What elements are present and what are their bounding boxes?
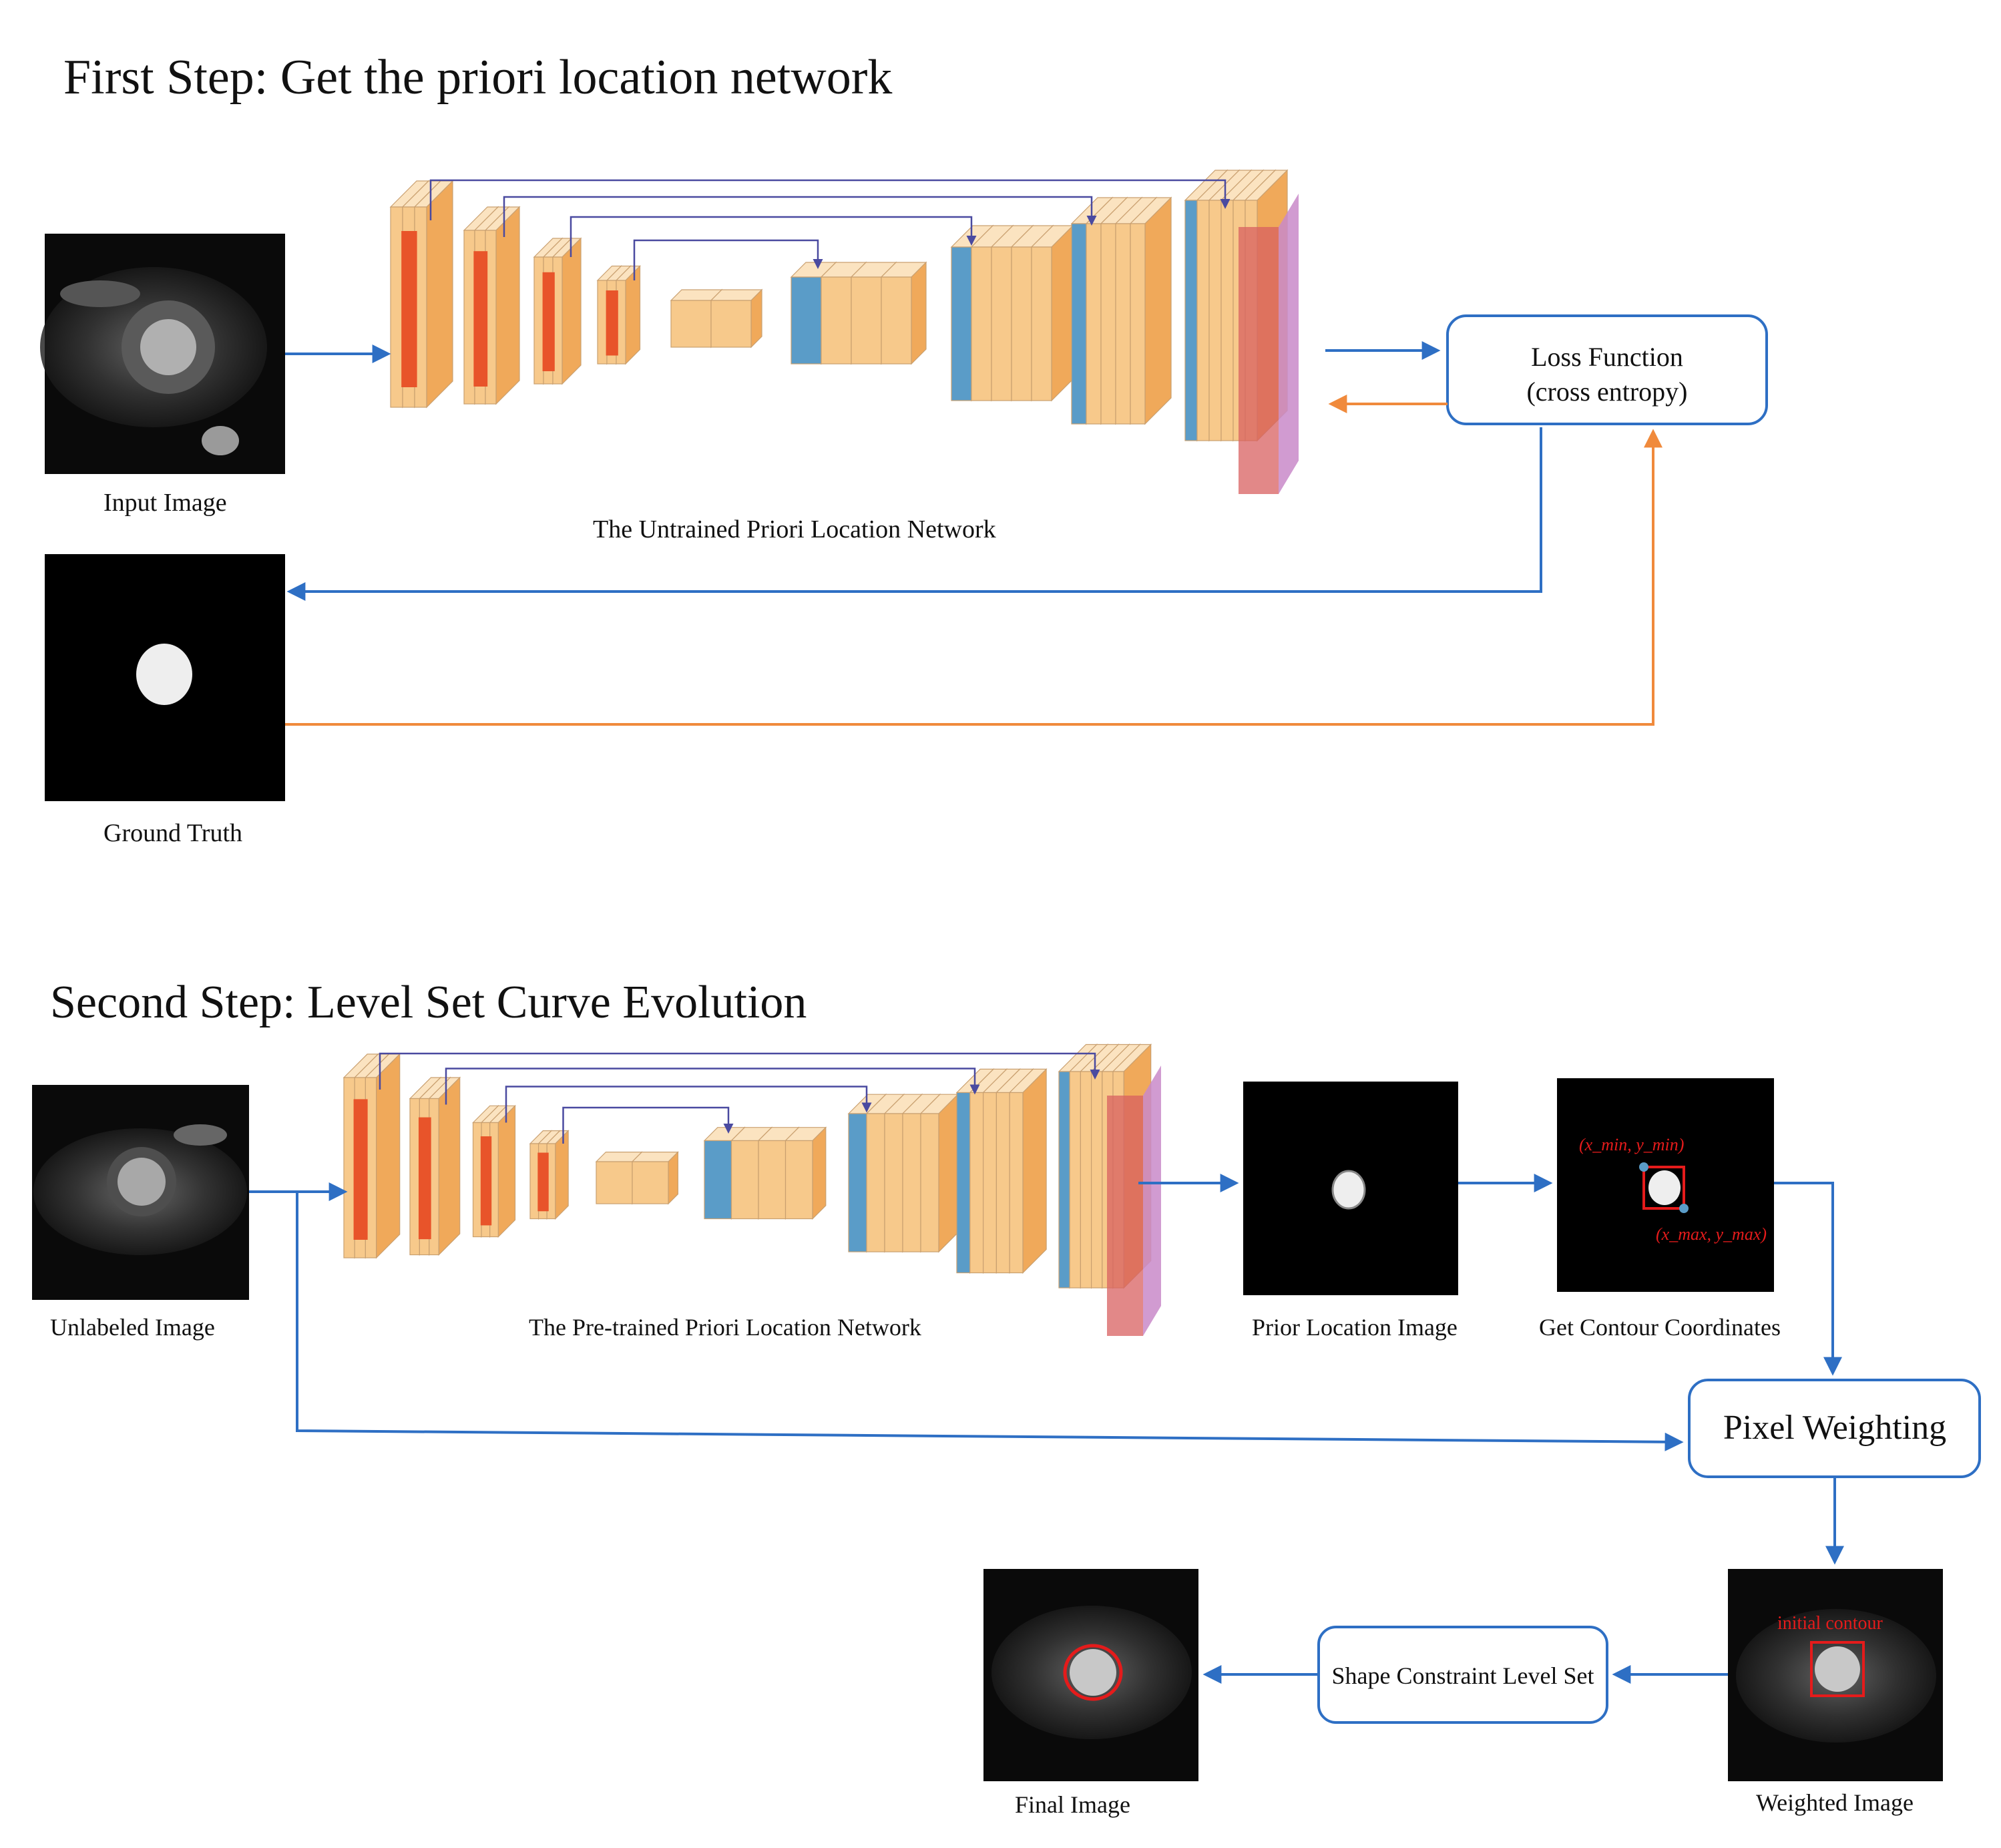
decoder-layer (1129, 196, 1172, 425)
step1-arrows (285, 341, 1662, 726)
pool-layer (537, 1152, 549, 1212)
pool-layer (418, 1117, 431, 1240)
pool-layer (606, 290, 618, 356)
step2-arrows (249, 1174, 1844, 1684)
pixel-weighting-label: Pixel Weighting (1723, 1409, 1946, 1447)
shape-constraint-label: Shape Constraint Level Set (1332, 1662, 1594, 1689)
weighted-image: initial contour (1728, 1569, 1943, 1781)
prior-location-label: Prior Location Image (1252, 1314, 1458, 1341)
encoder-layer (364, 1053, 401, 1259)
decoder-layer (919, 1093, 959, 1253)
encoder-layer (631, 1151, 679, 1205)
weighted-image-label: Weighted Image (1756, 1789, 1914, 1816)
contour-coordinates-label: Get Contour Coordinates (1539, 1314, 1781, 1341)
untrained-unet (389, 169, 1299, 494)
ground-truth-image (45, 554, 285, 801)
pool-layer (473, 251, 488, 387)
step2-title: Second Step: Level Set Curve Evolution (50, 977, 807, 1028)
final-image (983, 1569, 1198, 1781)
encoder-layer (489, 1104, 516, 1238)
decoder-layer (1008, 1068, 1048, 1274)
loss-function-line2: (cross entropy) (1526, 377, 1687, 407)
unlabeled-image (32, 1085, 249, 1300)
skip-connection (570, 216, 977, 257)
pretrained-unet (343, 1044, 1161, 1336)
loss-function-line1: Loss Function (1531, 342, 1683, 372)
encoder-layer (428, 1076, 461, 1256)
encoder-layer (551, 237, 582, 385)
skip-connection (503, 196, 1097, 237)
skip-connection (429, 179, 1231, 220)
skip-connection (445, 1068, 980, 1105)
encoder-layer (413, 180, 454, 409)
encoder-layer (710, 288, 763, 349)
coord-min-label: (x_min, y_min) (1579, 1135, 1684, 1154)
pool-layer (401, 231, 417, 387)
unlabeled-image-label: Unlabeled Image (50, 1314, 215, 1341)
untrained-network-label: The Untrained Priori Location Network (593, 515, 996, 543)
coord-max-label: (x_max, y_max) (1656, 1224, 1767, 1244)
decoder-layer (880, 261, 927, 365)
pool-layer (353, 1099, 368, 1240)
pool-layer (480, 1136, 492, 1226)
encoder-layer (545, 1130, 570, 1220)
output-layer (1239, 227, 1279, 494)
ground-truth-label: Ground Truth (103, 819, 242, 847)
softmax-layer (1279, 194, 1299, 494)
loss-function-box (1446, 314, 1768, 425)
decoder-layer (785, 1126, 827, 1220)
input-image (40, 234, 285, 474)
input-image-label: Input Image (103, 489, 227, 517)
skip-connection (505, 1086, 872, 1123)
softmax-layer (1143, 1066, 1161, 1336)
encoder-layer (615, 265, 641, 365)
contour-coordinates-image: (x_min, y_min) (x_max, y_max) (1557, 1078, 1774, 1292)
initial-contour-label: initial contour (1777, 1613, 1883, 1634)
decoder-layer (1030, 224, 1074, 402)
skip-connection (379, 1052, 1100, 1090)
final-image-label: Final Image (1015, 1791, 1130, 1818)
pretrained-network-label: The Pre-trained Priori Location Network (529, 1314, 921, 1341)
output-layer (1107, 1096, 1143, 1336)
pool-layer (542, 272, 555, 371)
step1-title: First Step: Get the priori location netw… (63, 50, 892, 105)
prior-location-image (1243, 1082, 1458, 1295)
encoder-layer (484, 206, 521, 405)
skip-connection (633, 239, 823, 280)
skip-connection (562, 1106, 734, 1144)
